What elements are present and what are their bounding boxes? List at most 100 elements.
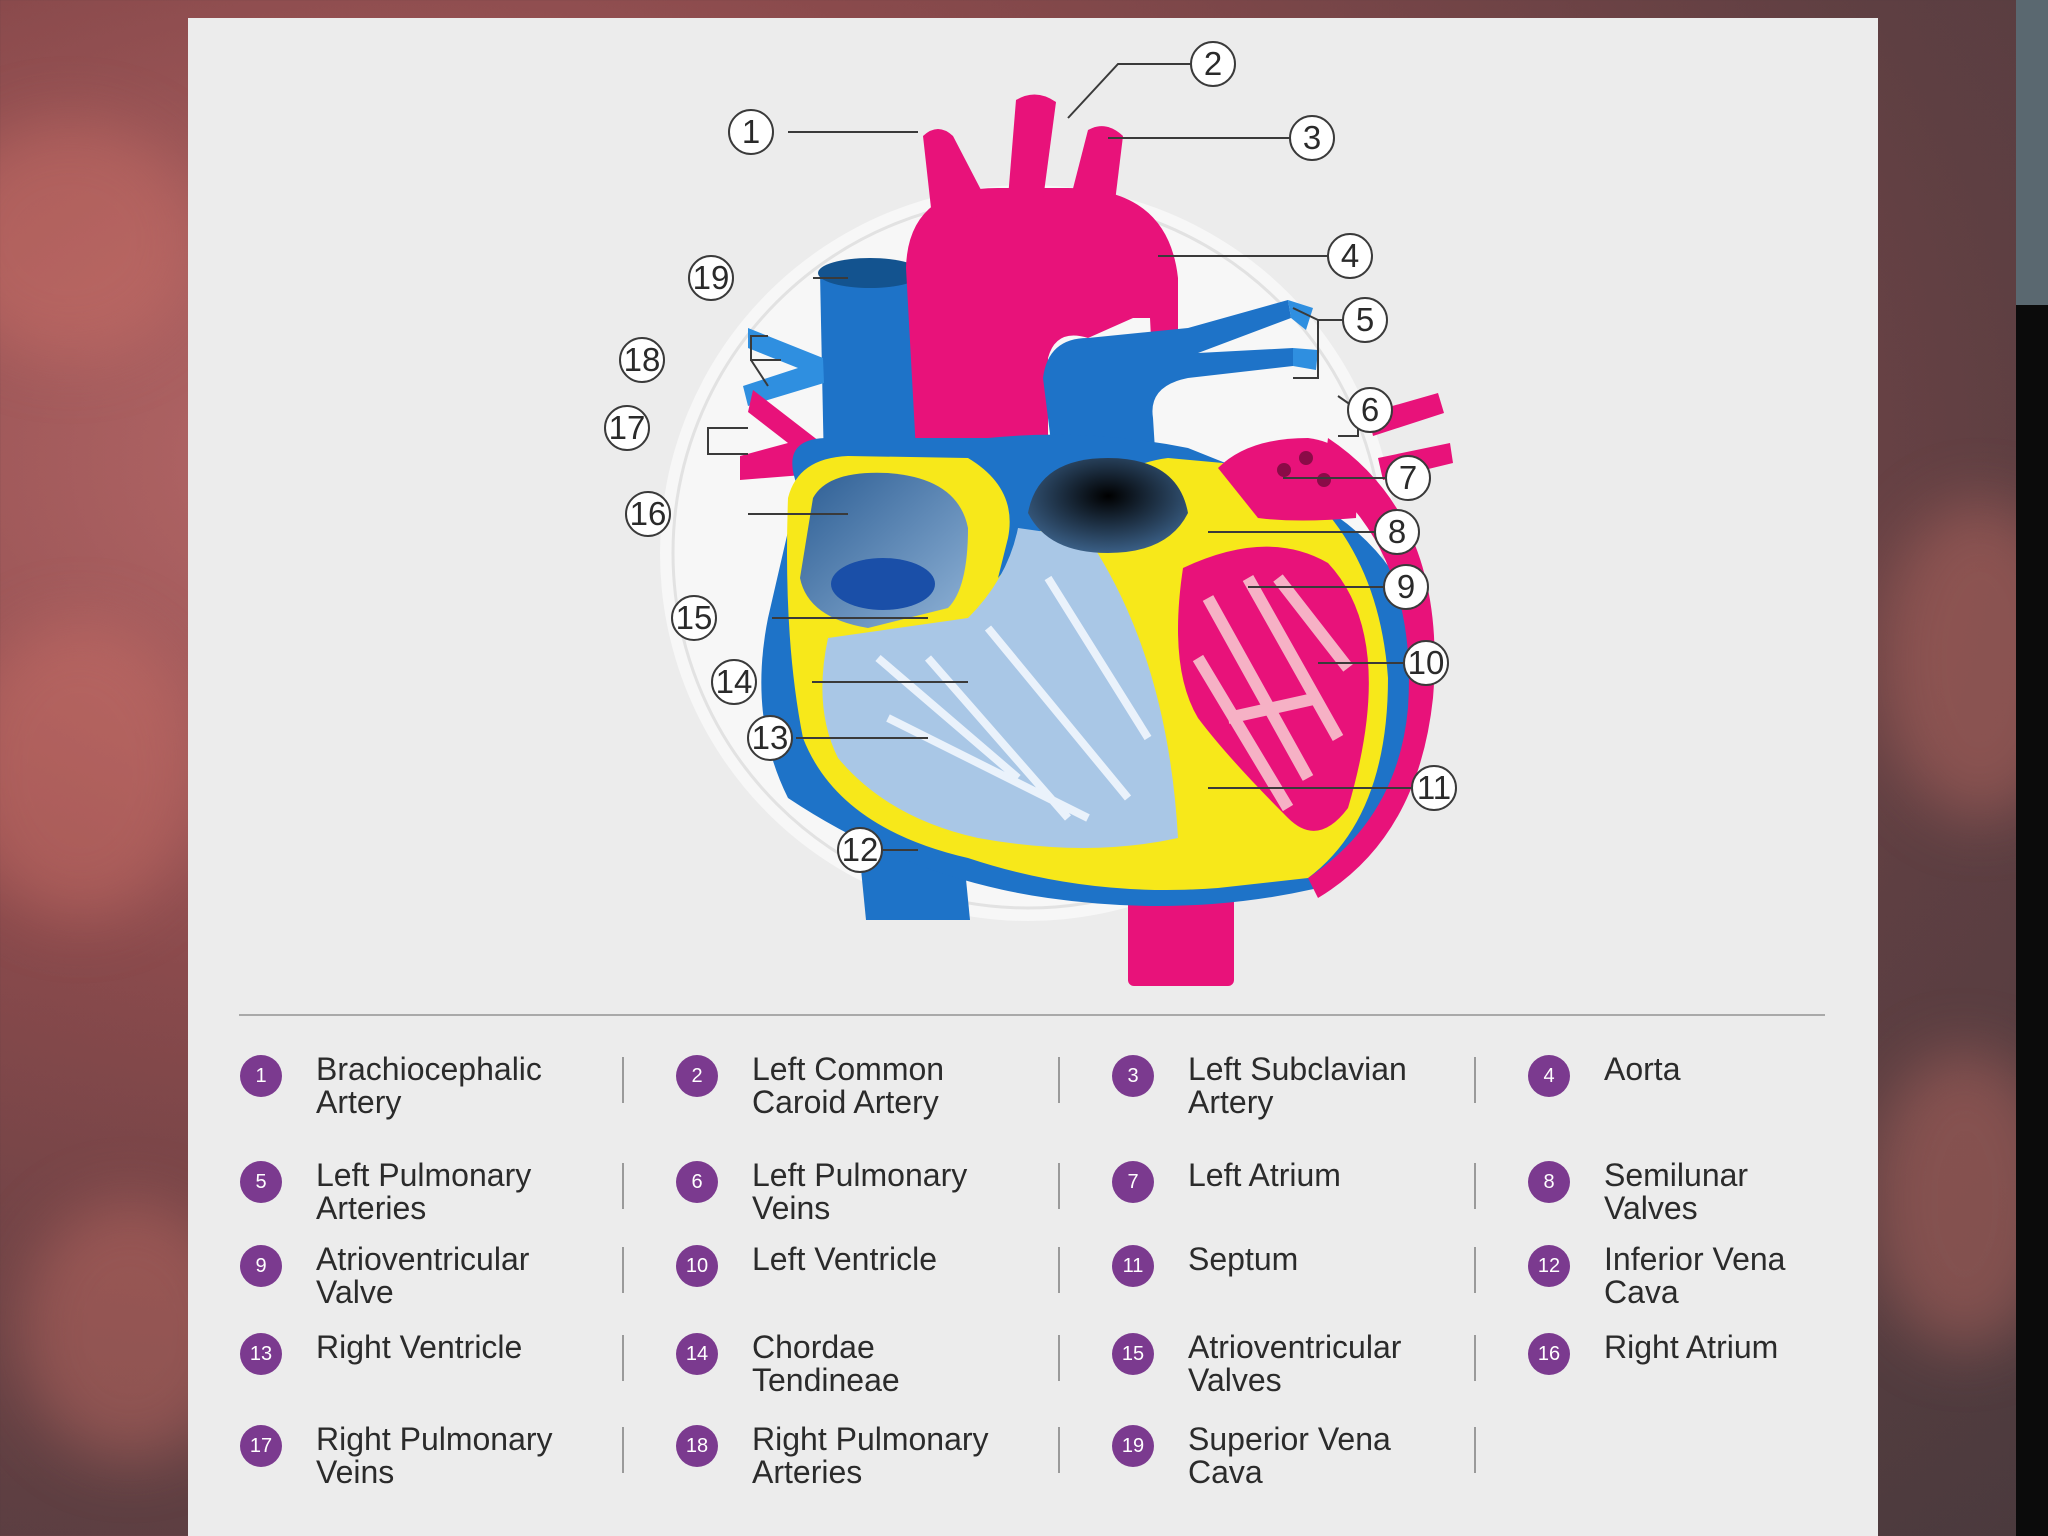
- callout-circle-16: [625, 491, 671, 537]
- right-ventricle-chamber: [822, 528, 1178, 848]
- legend-number-badge: 11: [1112, 1245, 1154, 1287]
- legend-label: Left Pulmonary Arteries: [316, 1157, 532, 1226]
- background-blood-cell: [0, 120, 200, 360]
- callout-number-15: 15: [676, 599, 713, 636]
- slide-edge-strip: [2016, 0, 2048, 1536]
- left-ventricle-trabeculae: [1192, 574, 1353, 812]
- legend-divider: [239, 1014, 1825, 1016]
- legend-number-badge: 14: [676, 1333, 718, 1375]
- legend-number-badge: 12: [1528, 1245, 1570, 1287]
- legend-separator: [622, 1247, 624, 1293]
- pulmonary-vein-opening: [1317, 473, 1331, 487]
- callout-circle-8: [1374, 509, 1420, 555]
- legend-item: 14 Chordae Tendineae: [676, 1331, 1096, 1411]
- callout-number-6: 6: [1361, 391, 1379, 428]
- callout-number-9: 9: [1397, 568, 1415, 605]
- legend-number-badge: 10: [676, 1245, 718, 1287]
- callout-circle-12: [837, 827, 883, 873]
- legend-number-badge: 16: [1528, 1333, 1570, 1375]
- callout-number-7: 7: [1399, 459, 1417, 496]
- legend-separator: [1058, 1057, 1060, 1103]
- callout-number-5: 5: [1356, 301, 1374, 338]
- legend-label: Inferior Vena Cava: [1604, 1241, 1786, 1310]
- legend-label: Left Subclavian Artery: [1188, 1051, 1407, 1120]
- legend-label: Left Pulmonary Veins: [752, 1157, 968, 1226]
- callout-circle-3: [1289, 115, 1335, 161]
- legend-number-badge: 18: [676, 1425, 718, 1467]
- callout-number-2: 2: [1204, 45, 1222, 82]
- callout-number-13: 13: [752, 719, 789, 756]
- legend-separator: [1474, 1163, 1476, 1209]
- legend-label: Right Pulmonary Arteries: [752, 1421, 989, 1490]
- legend-number-badge: 5: [240, 1161, 282, 1203]
- aortic-arch: [906, 188, 1178, 488]
- legend-item: 12 Inferior Vena Cava: [1528, 1243, 1948, 1323]
- callout-number-4: 4: [1341, 237, 1359, 274]
- callout-number-1: 1: [742, 113, 760, 150]
- callout-number-8: 8: [1388, 513, 1406, 550]
- callout-circle-15: [671, 595, 717, 641]
- callout-circle-1: [728, 109, 774, 155]
- callout-circle-9: [1383, 564, 1429, 610]
- callout-number-3: 3: [1303, 119, 1321, 156]
- callout-circle-18: [619, 337, 665, 383]
- callout-number-12: 12: [842, 831, 879, 868]
- callout-number-19: 19: [693, 259, 730, 296]
- pulmonary-vein-opening: [1299, 451, 1313, 465]
- legend-item: 2 Left Common Caroid Artery: [676, 1053, 1096, 1133]
- legend-item: 6 Left Pulmonary Veins: [676, 1159, 1096, 1239]
- pulmonary-vein-opening: [1277, 463, 1291, 477]
- callout-circle-17: [604, 405, 650, 451]
- right-pulmonary-arteries: [743, 328, 824, 406]
- callout-number-10: 10: [1408, 644, 1445, 681]
- legend-number-badge: 15: [1112, 1333, 1154, 1375]
- legend-item: 3 Left Subclavian Artery: [1112, 1053, 1532, 1133]
- legend-number-badge: 2: [676, 1055, 718, 1097]
- legend-label: Brachiocephalic Artery: [316, 1051, 542, 1120]
- legend-label: Right Ventricle: [316, 1329, 523, 1365]
- legend-label: Superior Vena Cava: [1188, 1421, 1391, 1490]
- legend-label: Chordae Tendineae: [752, 1329, 900, 1398]
- legend-label: Right Pulmonary Veins: [316, 1421, 553, 1490]
- svc-opening: [818, 258, 922, 288]
- callout-circle-13: [747, 715, 793, 761]
- legend-label: Atrioventricular Valves: [1188, 1329, 1402, 1398]
- callout-circle-19: [688, 255, 734, 301]
- legend-item: 18 Right Pulmonary Arteries: [676, 1423, 1096, 1503]
- callout-circle-14: [711, 659, 757, 705]
- callout-circle-11: [1411, 765, 1457, 811]
- legend-separator: [1474, 1247, 1476, 1293]
- legend-number-badge: 8: [1528, 1161, 1570, 1203]
- callout-circle-6: [1347, 387, 1393, 433]
- callout-circle-10: [1403, 640, 1449, 686]
- superior-vena-cava: [820, 273, 924, 468]
- legend-label: Left Atrium: [1188, 1157, 1341, 1193]
- callout-number-18: 18: [624, 341, 661, 378]
- legend-label: Left Ventricle: [752, 1241, 937, 1277]
- legend-separator: [1058, 1427, 1060, 1473]
- legend-number-badge: 6: [676, 1161, 718, 1203]
- legend-separator: [622, 1335, 624, 1381]
- callout-number-11: 11: [1417, 769, 1451, 806]
- legend-separator: [1474, 1335, 1476, 1381]
- legend-separator: [1058, 1247, 1060, 1293]
- left-pulmonary-arteries: [1288, 300, 1318, 370]
- legend-number-badge: 3: [1112, 1055, 1154, 1097]
- left-atrium-chamber: [1218, 438, 1358, 521]
- legend-separator: [1058, 1335, 1060, 1381]
- legend-label: Left Common Caroid Artery: [752, 1051, 945, 1120]
- background-blood-cell: [0, 620, 200, 920]
- legend-number-badge: 4: [1528, 1055, 1570, 1097]
